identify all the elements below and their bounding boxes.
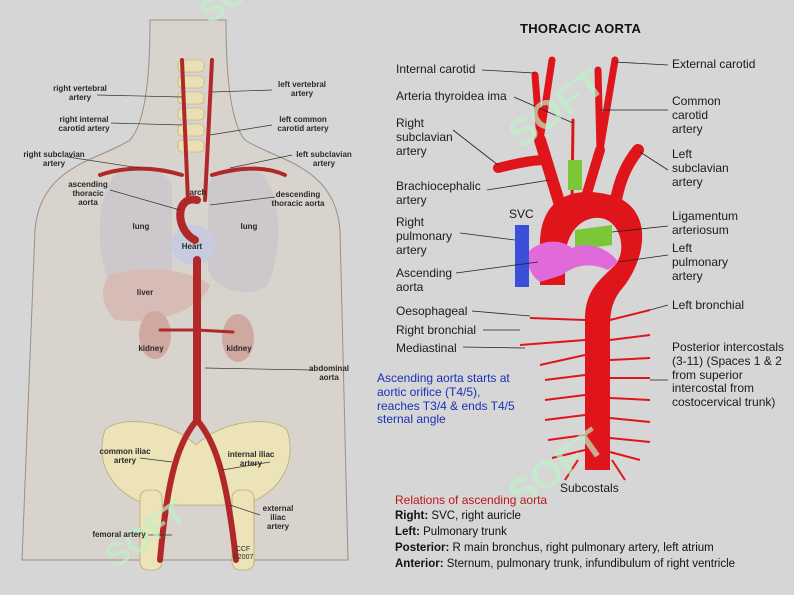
heart-shape xyxy=(171,225,215,265)
label-arch: arch xyxy=(189,188,207,197)
thyroid-ima-region xyxy=(568,160,582,190)
lung-left-shape xyxy=(208,165,279,293)
intercostal-branches xyxy=(519,309,651,481)
kidney-right-shape xyxy=(222,314,254,362)
label-posterior-intercostals: Posterior intercostals (3-11) (Spaces 1 … xyxy=(672,340,785,410)
relation-right: Right: SVC, right auricle xyxy=(395,510,521,523)
aorta-shape xyxy=(540,192,643,470)
label-liver: liver xyxy=(136,288,154,297)
diagram-title: THORACIC AORTA xyxy=(520,21,642,36)
label-left-subclavian: left subclavian artery xyxy=(296,150,352,169)
ligamentum-shape xyxy=(575,225,612,250)
credit-text: CCF ©2007 xyxy=(232,546,254,562)
ascending-aorta-note: Ascending aorta starts at aortic orifice… xyxy=(377,371,515,427)
left-arteries xyxy=(98,58,287,563)
label-femoral: femoral artery xyxy=(92,530,146,539)
label-right-subclavian: right subclavian artery xyxy=(23,150,85,169)
label-lung-left: lung xyxy=(132,222,150,231)
label-external-carotid: External carotid xyxy=(672,57,756,71)
label-subcostals: Subcostals xyxy=(560,481,619,495)
label-ascending-thoracic: ascending thoracic aorta xyxy=(68,180,108,208)
relation-posterior: Posterior: R main bronchus, right pulmon… xyxy=(395,542,714,555)
label-oesophageal: Oesophageal xyxy=(396,304,468,318)
label-ascending-aorta: Ascending aorta xyxy=(396,266,453,294)
label-left-bronchial: Left bronchial xyxy=(672,298,745,312)
relation-anterior: Anterior: Sternum, pulmonary trunk, infu… xyxy=(395,558,735,571)
relation-right-key: Right: xyxy=(395,510,429,522)
label-lung-right: lung xyxy=(240,222,258,231)
label-common-iliac: common iliac artery xyxy=(99,447,151,466)
label-right-bronchial: Right bronchial xyxy=(396,323,477,337)
kidney-left-shape xyxy=(139,311,171,359)
relation-left-value: Pulmonary trunk xyxy=(423,526,507,538)
relation-posterior-value: R main bronchus, right pulmonary artery,… xyxy=(452,542,714,554)
right-leader-lines xyxy=(452,61,669,381)
label-common-carotid: Common carotid artery xyxy=(672,94,721,136)
svc-shape xyxy=(515,225,529,287)
lung-right-shape xyxy=(99,165,172,293)
label-kidney-left: kidney xyxy=(138,344,164,353)
label-internal-carotid: Internal carotid xyxy=(396,62,476,76)
label-heart: Heart xyxy=(181,242,203,251)
label-left-vertebral: left vertebral artery xyxy=(277,80,327,99)
relation-left-key: Left: xyxy=(395,526,420,538)
relation-right-value: SVC, right auricle xyxy=(431,510,521,522)
relation-anterior-key: Anterior: xyxy=(395,558,444,570)
label-brachiocephalic: Brachiocephalic artery xyxy=(396,179,481,207)
relation-anterior-value: Sternum, pulmonary trunk, infundibulum o… xyxy=(446,558,736,570)
label-internal-iliac: internal iliac artery xyxy=(227,450,275,469)
label-kidney-right: kidney xyxy=(226,344,252,353)
label-ligamentum: Ligamentum arteriosum xyxy=(672,209,739,237)
label-left-pulmonary: Left pulmonary artery xyxy=(672,241,729,283)
label-external-iliac: external iliac artery xyxy=(262,504,294,532)
relation-left: Left: Pulmonary trunk xyxy=(395,526,507,539)
relation-posterior-key: Posterior: xyxy=(395,542,450,554)
label-right-pulmonary: Right pulmonary artery xyxy=(396,215,453,257)
label-svc: SVC xyxy=(509,207,534,221)
label-mediastinal: Mediastinal xyxy=(396,341,457,355)
label-right-internal-carotid: right internal carotid artery xyxy=(58,115,110,134)
label-descending-thoracic: descending thoracic aorta xyxy=(271,190,325,209)
liver-shape xyxy=(103,269,210,321)
label-abdominal-aorta: abdominal aorta xyxy=(308,364,349,383)
left-leader-lines xyxy=(67,89,313,536)
label-left-subclavian-r: Left subclavian artery xyxy=(672,147,729,189)
label-left-common-carotid: left common carotid artery xyxy=(277,115,329,134)
pelvis-shape xyxy=(101,421,291,506)
label-right-vertebral: right vertebral artery xyxy=(53,84,107,103)
label-right-subclavian-r: Right subclavian artery xyxy=(396,116,453,158)
label-thyroidea-ima: Arteria thyroidea ima xyxy=(396,89,507,103)
relations-heading: Relations of ascending aorta xyxy=(395,493,548,507)
pulmonary-shape xyxy=(527,241,618,282)
